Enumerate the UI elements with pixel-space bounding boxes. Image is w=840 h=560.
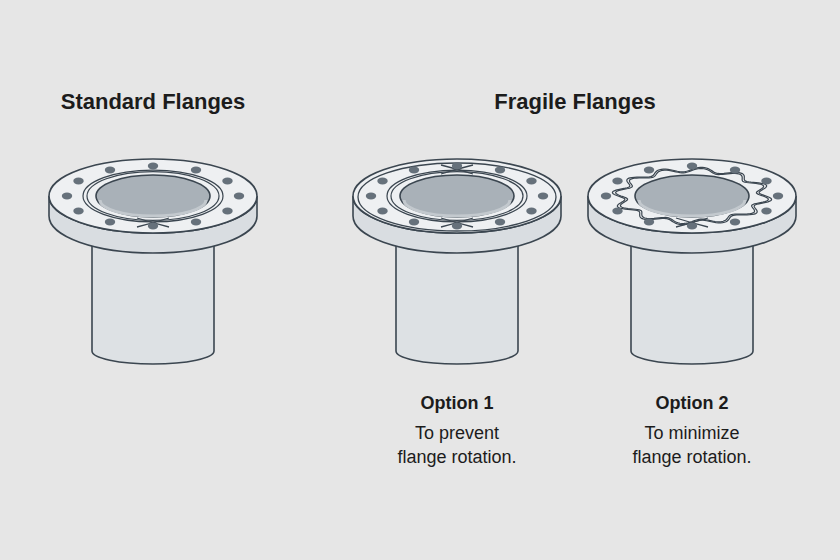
bolt-hole [612, 208, 622, 215]
fragile-flange-option-2 [588, 159, 796, 364]
bolt-hole [538, 193, 548, 200]
bore-shade [639, 200, 745, 216]
gasket-ring [87, 172, 219, 221]
bolt-hole [222, 178, 232, 185]
bolt-hole [644, 167, 654, 174]
bolt-hole [191, 167, 201, 174]
option-note: To prevent flange rotation. [392, 421, 522, 469]
bolt-hole [687, 223, 697, 230]
bolt-hole [452, 223, 462, 230]
bolt-hole [73, 178, 83, 185]
wavy-gasket [612, 167, 771, 224]
section-heading: Standard Flanges [61, 89, 246, 115]
flange-face [353, 159, 561, 233]
gasket-ring [387, 170, 527, 222]
bolt-hole [773, 193, 783, 200]
bore-shade [404, 200, 510, 216]
gasket-ring [391, 172, 523, 221]
bolt-hole [234, 193, 244, 200]
bore [400, 175, 514, 217]
fragile-flange-option-1 [353, 159, 561, 364]
bolt-hole [148, 163, 158, 170]
bolt-hole [730, 167, 740, 174]
bolt-hole [366, 193, 376, 200]
bolt-hole [495, 167, 505, 174]
option-title: Option 2 [656, 393, 729, 414]
bore-shade [100, 200, 206, 216]
bolt-hole [105, 219, 115, 226]
flange-face [49, 159, 257, 233]
bore [635, 175, 749, 217]
option-note: To minimize flange rotation. [627, 421, 757, 469]
standard-flange [49, 159, 257, 364]
bolt-hole [148, 223, 158, 230]
gasket-ring [83, 170, 223, 222]
bolt-hole [687, 163, 697, 170]
bolt-hole [191, 219, 201, 226]
bolt-hole [730, 219, 740, 226]
bore [96, 175, 210, 217]
section-heading: Fragile Flanges [494, 89, 655, 115]
bolt-hole [409, 167, 419, 174]
bolt-hole [105, 167, 115, 174]
bolt-hole [452, 163, 462, 170]
bolt-hole [761, 178, 771, 185]
bolt-hole [377, 208, 387, 215]
bolt-hole [222, 208, 232, 215]
flange-face [588, 159, 796, 233]
bolt-hole [526, 178, 536, 185]
bolt-hole [62, 193, 72, 200]
bolt-hole [495, 219, 505, 226]
outer-rim [358, 163, 556, 231]
bolt-hole [612, 178, 622, 185]
bolt-hole [73, 208, 83, 215]
bolt-hole [409, 219, 419, 226]
option-title: Option 1 [421, 393, 494, 414]
bolt-hole [601, 193, 611, 200]
bolt-hole [644, 219, 654, 226]
bolt-hole [377, 178, 387, 185]
bolt-hole [761, 208, 771, 215]
bolt-hole [526, 208, 536, 215]
